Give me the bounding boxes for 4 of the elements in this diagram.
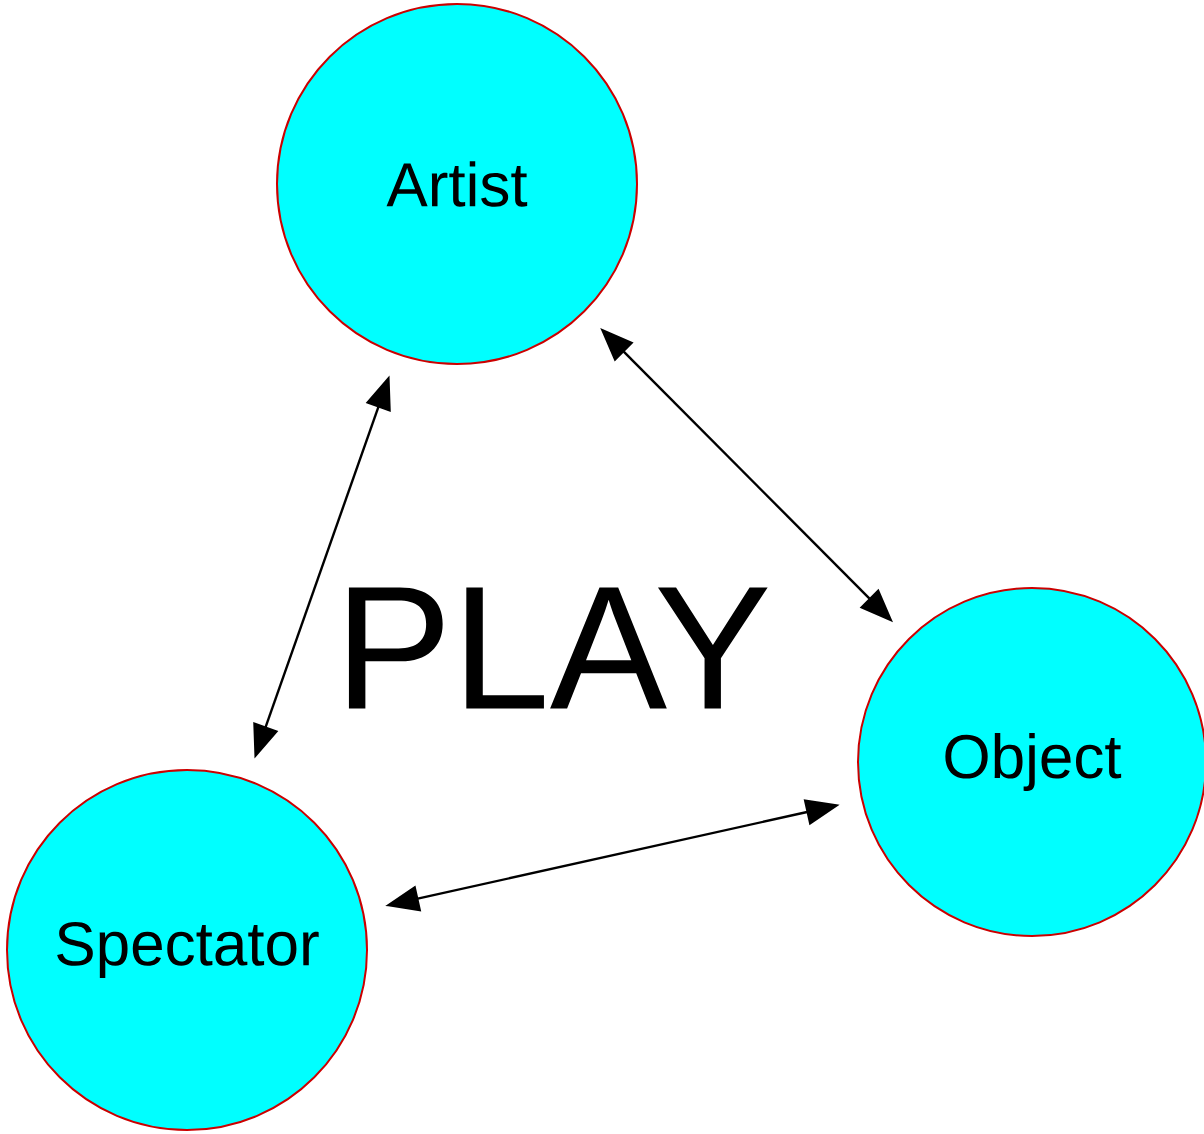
center-label: PLAY [348, 587, 768, 709]
circle-node: Spectator [6, 769, 368, 1131]
circle-node: Object [857, 587, 1204, 937]
circle-node: Artist [276, 3, 638, 365]
